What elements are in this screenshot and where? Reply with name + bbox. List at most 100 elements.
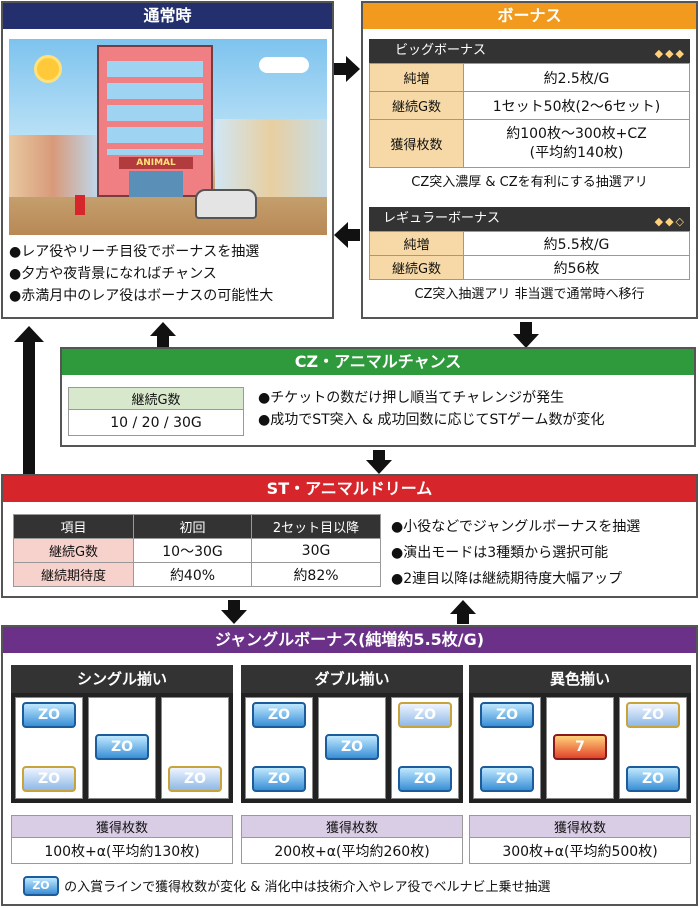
big-value-1: 約2.5枚/G [463, 63, 690, 92]
big-label-1: 純増 [369, 63, 464, 92]
big-bonus-note: CZ突入濃厚 & CZを有利にする抽選アリ [411, 175, 648, 190]
arrow-down-icon [513, 322, 539, 348]
jungle-title: ジャングルボーナス(純増約5.5枚/G) [3, 627, 696, 653]
regular-value-2: 約56枚 [463, 255, 690, 280]
st-row2-first: 約40% [133, 562, 252, 587]
arrow-up-icon [150, 322, 176, 348]
arrow-left-icon [334, 222, 360, 248]
st-row2-later: 約82% [251, 562, 381, 587]
jungle-col-title: 異色揃い [469, 665, 691, 693]
st-panel: ST・アニマルドリーム 項目 初回 2セット目以降 継続G数 10〜30G 30… [1, 474, 698, 598]
big-label-2: 継続G数 [369, 91, 464, 120]
hydrant [75, 195, 85, 215]
cz-table-value: 10 / 20 / 30G [68, 409, 244, 436]
zo-symbol-icon: ZO [626, 702, 680, 728]
normal-panel: 通常時 ANIMAL ●レア役やリーチ目役でボーナスを抽選 ●夕方や夜背景になれ… [1, 1, 334, 319]
payout-label: 獲得枚数 [11, 815, 233, 838]
big-bonus-symbols-icon: ◆◆◆ [654, 47, 686, 60]
jungle-payout-single: 獲得枚数 100枚+α(平均約130枚) [11, 815, 233, 864]
regular-bonus-symbols-icon: ◆◆◇ [654, 215, 686, 228]
normal-bullet-3: ●赤満月中のレア役はボーナスの可能性大 [9, 288, 274, 304]
st-table: 項目 初回 2セット目以降 継続G数 10〜30G 30G 継続期待度 約40%… [13, 514, 381, 587]
cz-title: CZ・アニマルチャンス [62, 349, 694, 375]
big-value-3: 約100枚〜300枚+CZ (平均約140枚) [463, 119, 690, 168]
jungle-col-double: ダブル揃い ZO ZO ZO ZO ZO [241, 665, 463, 803]
jungle-payout-double: 獲得枚数 200枚+α(平均約260枚) [241, 815, 463, 864]
arrow-up-icon [14, 326, 44, 474]
regular-value-1: 約5.5枚/G [463, 231, 690, 256]
jungle-footer: ZO の入賞ラインで獲得枚数が変化 & 消化中は技術介入やレア役でベルナビ上乗せ… [23, 875, 683, 899]
cz-panel: CZ・アニマルチャンス 継続G数 10 / 20 / 30G ●チケットの数だけ… [60, 347, 696, 447]
st-header-1: 項目 [13, 514, 134, 539]
st-row1-label: 継続G数 [13, 538, 134, 563]
zo-symbol-icon: ZO [95, 734, 149, 760]
normal-bullet-1: ●レア役やリーチ目役でボーナスを抽選 [9, 244, 260, 260]
building: ANIMAL [97, 45, 213, 197]
regular-bonus-table: 純増約5.5枚/G 継続G数約56枚 [369, 231, 690, 280]
normal-title: 通常時 [3, 3, 332, 29]
st-bullets: ●小役などでジャングルボーナスを抽選 ●演出モードは3種類から選択可能 ●2連目… [391, 514, 640, 592]
cz-table: 継続G数 10 / 20 / 30G [68, 387, 244, 436]
arrow-down-icon [221, 600, 247, 624]
jungle-footer-text: の入賞ラインで獲得枚数が変化 & 消化中は技術介入やレア役でベルナビ上乗せ抽選 [64, 880, 551, 895]
regular-bonus-title: レギュラーボーナス [383, 211, 501, 226]
bonus-title: ボーナス [363, 3, 696, 29]
normal-bullets: ●レア役やリーチ目役でボーナスを抽選 ●夕方や夜背景になればチャンス ●赤満月中… [9, 241, 273, 307]
payout-label: 獲得枚数 [241, 815, 463, 838]
st-row1-later: 30G [251, 538, 381, 563]
car [195, 189, 257, 219]
game-scene-image: ANIMAL [9, 39, 327, 235]
building-sign: ANIMAL [119, 157, 193, 169]
cz-bullets: ●チケットの数だけ押し順当てチャレンジが発生 ●成功でST突入 & 成功回数に応… [258, 387, 605, 431]
zo-symbol-icon: ZO [23, 875, 59, 896]
st-bullet-3: ●2連目以降は継続期待度大幅アップ [391, 571, 623, 587]
cz-bullet-2: ●成功でST突入 & 成功回数に応じてSTゲーム数が変化 [258, 412, 605, 428]
zo-symbol-icon: ZO [22, 702, 76, 728]
st-header-3: 2セット目以降 [251, 514, 381, 539]
red-seven-symbol-icon: 7 [553, 734, 607, 760]
zo-symbol-icon: ZO [252, 702, 306, 728]
zo-symbol-icon: ZO [252, 766, 306, 792]
regular-bonus-block: レギュラーボーナス ◆◆◇ 純増約5.5枚/G 継続G数約56枚 CZ突入抽選ア… [369, 207, 690, 308]
regular-bonus-note: CZ突入抽選アリ 非当選で通常時へ移行 [414, 287, 645, 302]
st-bullet-1: ●小役などでジャングルボーナスを抽選 [391, 519, 641, 535]
zo-symbol-icon: ZO [325, 734, 379, 760]
st-row2-label: 継続期待度 [13, 562, 134, 587]
cz-bullet-1: ●チケットの数だけ押し順当てチャレンジが発生 [258, 390, 565, 406]
jungle-col-title: シングル揃い [11, 665, 233, 693]
normal-bullet-2: ●夕方や夜背景になればチャンス [9, 266, 217, 282]
houses-right [215, 119, 327, 197]
jungle-payout-mixed: 獲得枚数 300枚+α(平均約500枚) [469, 815, 691, 864]
zo-symbol-icon: ZO [398, 766, 452, 792]
payout-label: 獲得枚数 [469, 815, 691, 838]
payout-value: 100枚+α(平均約130枚) [11, 837, 233, 864]
zo-symbol-icon: ZO [480, 702, 534, 728]
zo-symbol-icon: ZO [480, 766, 534, 792]
regular-label-1: 純増 [369, 231, 464, 256]
sun-icon [34, 55, 62, 83]
st-bullet-2: ●演出モードは3種類から選択可能 [391, 545, 609, 561]
cz-table-label: 継続G数 [68, 387, 244, 410]
big-bonus-title: ビッグボーナス [395, 43, 487, 58]
st-header-2: 初回 [133, 514, 252, 539]
arrow-up-icon [450, 600, 476, 624]
big-value-2: 1セット50枚(2〜6セット) [463, 91, 690, 120]
arrow-down-icon [366, 450, 392, 474]
houses-left [9, 135, 97, 197]
big-label-3: 獲得枚数 [369, 119, 464, 168]
zo-symbol-icon: ZO [398, 702, 452, 728]
payout-value: 200枚+α(平均約260枚) [241, 837, 463, 864]
st-row1-first: 10〜30G [133, 538, 252, 563]
st-title: ST・アニマルドリーム [3, 476, 696, 502]
zo-symbol-icon: ZO [22, 766, 76, 792]
regular-label-2: 継続G数 [369, 255, 464, 280]
payout-value: 300枚+α(平均約500枚) [469, 837, 691, 864]
jungle-panel: ジャングルボーナス(純増約5.5枚/G) シングル揃い ZO ZO ZO ZO ダ… [1, 625, 698, 906]
jungle-col-title: ダブル揃い [241, 665, 463, 693]
arrow-right-icon [334, 56, 360, 82]
